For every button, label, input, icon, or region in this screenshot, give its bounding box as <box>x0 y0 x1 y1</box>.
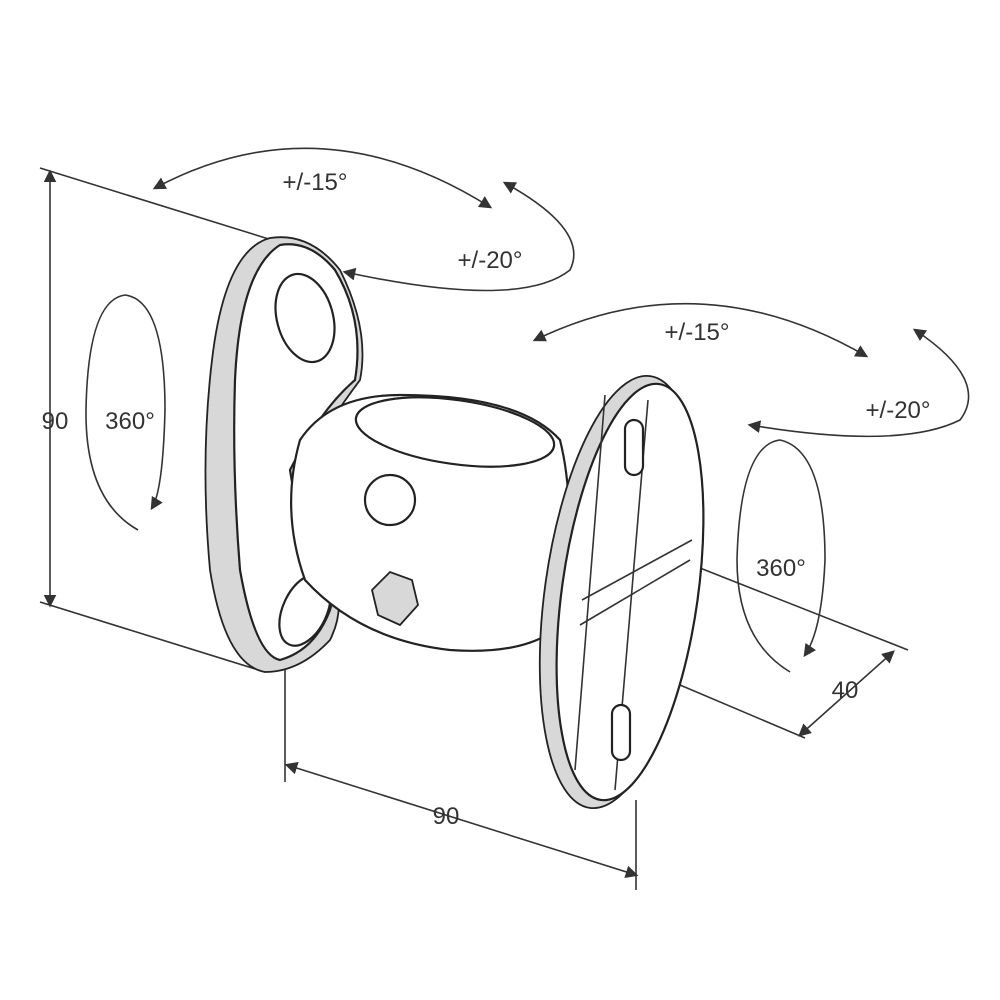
right-swivel-arc <box>747 328 970 438</box>
height-label: 90 <box>42 408 69 435</box>
left-rotation-arc <box>85 294 166 531</box>
right-swivel-label: +/-20° <box>866 397 931 424</box>
depth-label: 40 <box>832 677 859 704</box>
ball-joint <box>290 393 570 652</box>
length-label: 90 <box>433 803 460 830</box>
left-swivel-arc <box>342 181 575 292</box>
speaker-plate <box>538 374 705 810</box>
right-rotation-label: 360° <box>756 555 806 582</box>
left-rotation-label: 360° <box>105 408 155 435</box>
right-tilt-label: +/-15° <box>665 319 730 346</box>
left-tilt-label: +/-15° <box>283 169 348 196</box>
right-rotation-arc <box>736 439 826 673</box>
left-swivel-label: +/-20° <box>458 247 523 274</box>
depth-dimension <box>679 567 909 739</box>
